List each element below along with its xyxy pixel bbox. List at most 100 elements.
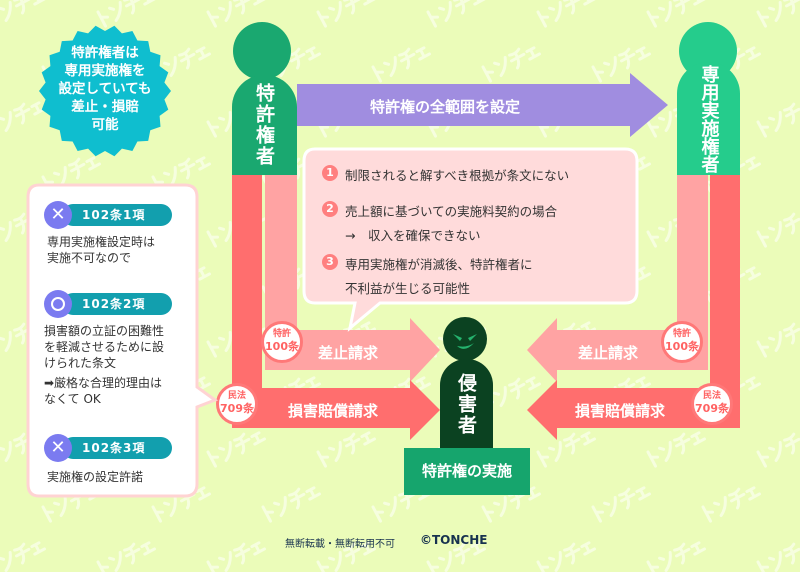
provision-label: 102条3項 bbox=[62, 437, 172, 459]
provision-line: ➡厳格な合理的理由は bbox=[44, 376, 163, 390]
badge-top: 民法 bbox=[702, 391, 721, 401]
starburst-line: 設定していても bbox=[58, 81, 152, 97]
provision-line: を軽減させるために設 bbox=[44, 340, 165, 354]
starburst-line: 特許権者は bbox=[71, 45, 139, 61]
badge-bottom: 709条 bbox=[220, 402, 254, 415]
provision-text: 損害額の立証の困難性 を軽減させるために設 けられた条文 ➡厳格な合理的理由は … bbox=[44, 323, 164, 407]
top-arrow bbox=[297, 73, 668, 137]
infringer-label: 侵害者 bbox=[440, 359, 493, 449]
reason-line: → 収入を確保できない bbox=[345, 228, 481, 243]
watermark-logo bbox=[756, 321, 800, 358]
badge-bottom: 100条 bbox=[665, 340, 699, 353]
watermark-logo bbox=[0, 0, 46, 28]
right-injunction-label: 差止請求 bbox=[578, 344, 639, 362]
reason-line: 専用実施権が消滅後、特許権者に bbox=[345, 257, 533, 272]
watermark-logo bbox=[316, 0, 376, 28]
infringer-action: 特許権の実施 bbox=[404, 448, 530, 495]
watermark-logo bbox=[536, 541, 596, 572]
watermark-logo bbox=[536, 0, 596, 28]
reason-line: 売上額に基づいての実施料契約の場合 bbox=[345, 204, 558, 219]
left-damages-bar bbox=[232, 170, 262, 395]
watermark-logo bbox=[591, 46, 651, 83]
watermark-logo bbox=[316, 431, 376, 468]
watermark-logo bbox=[206, 541, 266, 572]
left-injunction-label: 差止請求 bbox=[318, 344, 379, 362]
footer-copyright: ©TONCHE bbox=[420, 533, 488, 547]
damages-provisions-panel bbox=[26, 183, 219, 498]
reasons-bubble bbox=[302, 147, 639, 332]
badge-top: 特許 bbox=[272, 329, 291, 339]
watermark-logo bbox=[536, 431, 596, 468]
provision-line: 実施不可なので bbox=[47, 251, 132, 265]
watermark-logo bbox=[756, 541, 800, 572]
badge-top: 民法 bbox=[227, 391, 246, 401]
right-damages-label: 損害賠償請求 bbox=[575, 402, 666, 420]
watermark-logo bbox=[756, 101, 800, 138]
patent-holder-label: 特許権者 bbox=[232, 75, 297, 175]
starburst-line: 可能 bbox=[91, 117, 119, 133]
reason-line: 不利益が生じる可能性 bbox=[345, 281, 471, 296]
starburst-text: 特許権者は 専用実施権を 設定していても 差止・損賠 可能 bbox=[45, 44, 165, 134]
watermark-logo bbox=[206, 0, 266, 28]
watermark-logo bbox=[756, 431, 800, 468]
licensee-label: 専用実施権者 bbox=[677, 62, 740, 175]
starburst-line: 差止・損賠 bbox=[71, 99, 139, 115]
badge-bottom: 100条 bbox=[265, 340, 299, 353]
provision-line: 損害額の立証の困難性 bbox=[44, 324, 165, 338]
top-arrow-label: 特許権の全範囲を設定 bbox=[370, 98, 521, 116]
left-damages-arrow bbox=[232, 380, 440, 440]
right-damages-bar bbox=[710, 170, 740, 395]
right-injunction-bar bbox=[677, 170, 708, 342]
provision-line: けられた条文 bbox=[44, 356, 117, 370]
watermark-logo bbox=[756, 211, 800, 248]
reason-number: 2 bbox=[322, 201, 338, 217]
patent-holder-head bbox=[233, 22, 291, 80]
provision-label: 102条2項 bbox=[62, 293, 172, 315]
evil-face-icon bbox=[453, 334, 477, 349]
reason-line: 制限されると解すべき根拠が条文にない bbox=[345, 168, 570, 183]
watermark-logo bbox=[206, 431, 266, 468]
footer-notice: 無断転載・無断転用不可 bbox=[285, 539, 395, 550]
left-injunction-arrow bbox=[265, 318, 440, 382]
watermark-logo bbox=[646, 431, 706, 468]
left-injunction-bar bbox=[265, 170, 297, 342]
watermark-logo bbox=[481, 46, 541, 83]
watermark-logo bbox=[261, 486, 321, 523]
left-damages-label: 損害賠償請求 bbox=[288, 402, 379, 420]
watermark-logo bbox=[316, 541, 376, 572]
right-damages-arrow bbox=[527, 380, 740, 440]
provision-text: 実施権の設定許諾 bbox=[47, 469, 143, 485]
starburst-line: 専用実施権を bbox=[64, 63, 146, 79]
provision-line: 実施権の設定許諾 bbox=[47, 470, 144, 484]
reason-number: 1 bbox=[322, 165, 338, 181]
watermark-logo bbox=[96, 0, 156, 28]
provision-label: 102条1項 bbox=[62, 204, 172, 226]
watermark-logo bbox=[426, 0, 486, 28]
badge-bottom: 709条 bbox=[695, 402, 729, 415]
watermark-logo bbox=[0, 101, 46, 138]
watermark-logo bbox=[96, 541, 156, 572]
starburst-badge bbox=[39, 25, 171, 157]
infringer-head bbox=[443, 317, 487, 361]
provision-line: なくて OK bbox=[44, 392, 101, 406]
watermark-logo bbox=[426, 541, 486, 572]
cross-icon: ✕ bbox=[44, 434, 72, 462]
watermark-logo bbox=[701, 486, 761, 523]
circle-icon bbox=[44, 290, 72, 318]
watermark-logo bbox=[646, 0, 706, 28]
watermark-logo bbox=[646, 541, 706, 572]
watermark-logo bbox=[371, 46, 431, 83]
provision-line: 専用実施権設定時は bbox=[47, 235, 156, 249]
watermark-logo bbox=[591, 486, 651, 523]
watermark-logo bbox=[0, 541, 46, 572]
cross-icon: ✕ bbox=[44, 201, 72, 229]
watermark-logo bbox=[756, 0, 800, 28]
badge-top: 特許 bbox=[672, 329, 691, 339]
reason-number: 3 bbox=[322, 254, 338, 270]
provision-text: 専用実施権設定時は 実施不可なので bbox=[47, 234, 155, 266]
